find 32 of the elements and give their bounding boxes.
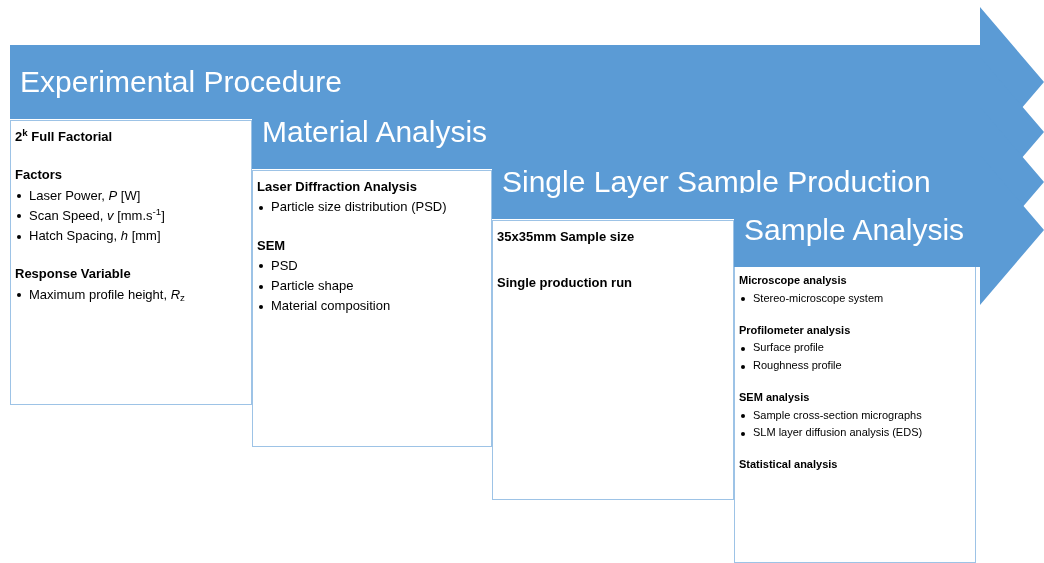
content-box [252, 170, 492, 447]
bullet-text: Roughness profile [753, 359, 842, 373]
stage-title: Sample Analysis [744, 215, 965, 245]
section-heading: Profilometer analysis [739, 323, 852, 338]
bullet-text: Maximum profile height, R$_{z}$ [29, 286, 185, 303]
section-heading: Response Variable [15, 266, 132, 283]
content-box [492, 220, 734, 500]
content-box [734, 265, 976, 563]
stage-title: Material Analysis [262, 117, 488, 147]
bullet-text: Scan Speed, v [mm.s$^{-1}$] [29, 207, 165, 224]
bullet-text: PSD [271, 257, 298, 274]
section-heading: SEM [257, 237, 287, 254]
section-heading: Laser Diffraction Analysis [257, 179, 418, 196]
section-heading: 2$^{k}$ Full Factorial [15, 129, 114, 146]
bullet-text: Laser Power, P [W] [29, 187, 141, 204]
section-heading: Single production run [497, 275, 634, 292]
bullet-text: Particle shape [271, 278, 354, 295]
section-heading: SEM analysis [739, 390, 811, 405]
bullet-text: Sample cross-section micrographs [753, 408, 922, 423]
bullet-text: Material composition [271, 298, 391, 315]
bullet-text: Hatch Spacing, h [mm] [29, 228, 161, 245]
section-heading: Statistical analysis [739, 458, 839, 472]
stage-title: Single Layer Sample Production [502, 167, 931, 197]
bullet-text: SLM layer diffusion analysis (EDS) [753, 426, 923, 440]
section-heading: Microscope analysis [739, 274, 848, 288]
section-heading: Factors [15, 167, 63, 184]
stage-title: Experimental Procedure [20, 67, 342, 97]
bullet-text: Surface profile [753, 341, 824, 355]
content-box [10, 120, 252, 405]
bullet-text: Particle size distribution (PSD) [271, 199, 447, 216]
section-heading: 35x35mm Sample size [497, 229, 636, 246]
bullet-text: Stereo-microscope system [753, 291, 884, 306]
